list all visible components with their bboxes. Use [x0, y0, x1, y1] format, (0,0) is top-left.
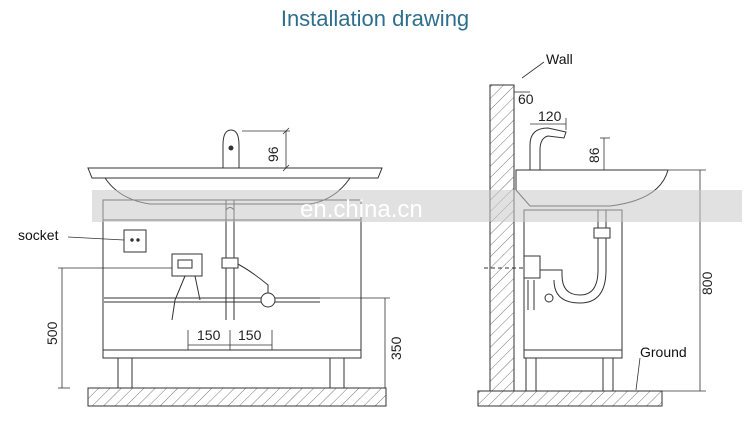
front-basin — [87, 167, 383, 179]
side-dim-basin-height: 800 — [699, 271, 715, 295]
front-view — [58, 127, 390, 407]
page-title: Installation drawing — [280, 6, 470, 31]
socket-box — [123, 229, 147, 253]
front-cabinet — [102, 199, 362, 359]
ground-label: Ground — [640, 344, 687, 360]
side-ground — [477, 390, 663, 407]
front-dim-pipe-right: 150 — [238, 327, 262, 343]
front-dim-faucet-height: 96 — [265, 146, 281, 162]
side-dim-spout-reach: 120 — [538, 108, 562, 124]
front-dim-cabinet-height: 500 — [44, 321, 60, 345]
side-dim-faucet-height: 86 — [586, 147, 602, 163]
wall — [489, 84, 515, 392]
socket-label: socket — [18, 227, 59, 243]
front-leg-left — [117, 357, 133, 389]
wall-label: Wall — [546, 51, 573, 67]
side-faucet — [529, 127, 567, 171]
watermark-band — [92, 190, 742, 222]
front-ground — [87, 387, 387, 407]
side-dim-wall-gap: 60 — [518, 91, 534, 107]
front-dim-socket-height: 350 — [388, 336, 404, 360]
front-leg-right — [329, 357, 345, 389]
watermark: en.china.cn — [300, 196, 423, 223]
front-dim-pipe-left: 150 — [197, 327, 221, 343]
